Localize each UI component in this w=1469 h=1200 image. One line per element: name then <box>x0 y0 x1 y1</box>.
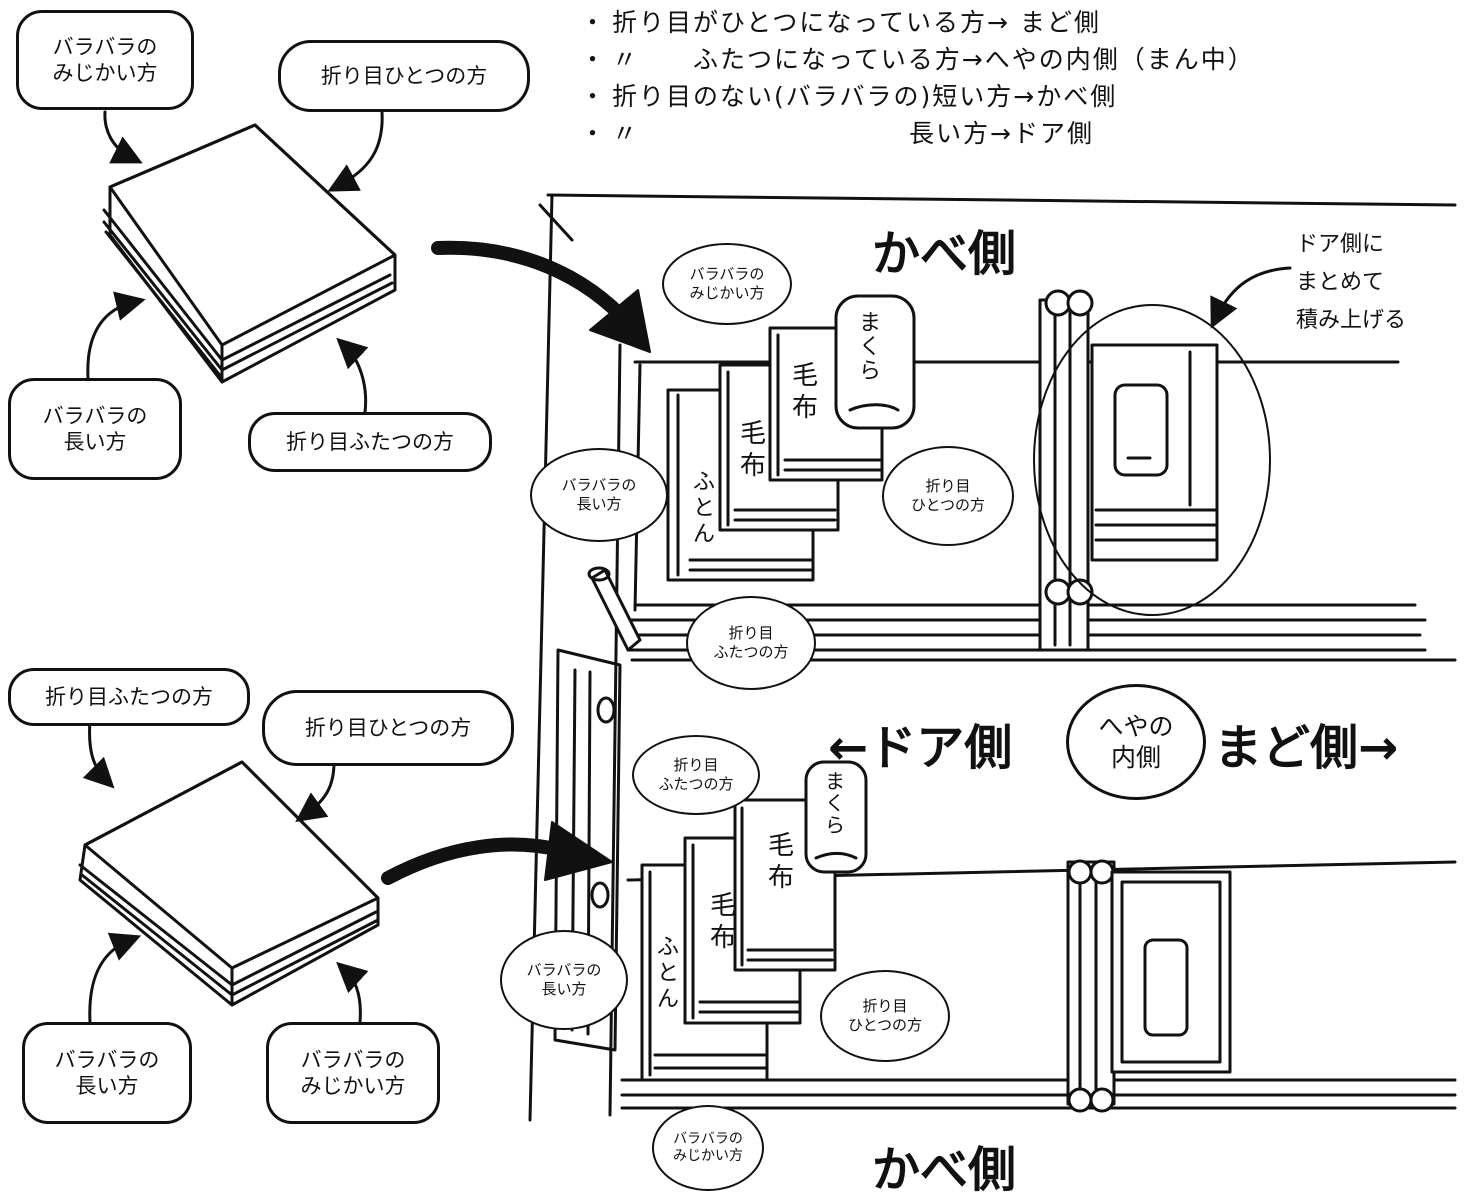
lower-blanket1-label: 毛布 <box>709 891 736 953</box>
room-inside-label: へやの 内側 <box>1066 684 1206 800</box>
folded-futon-bottom <box>78 760 380 1007</box>
lower-callout-two-folds: 折り目 ふたつの方 <box>632 735 760 815</box>
instruction-list: ・折り目がひとつになっている方→ まど側 ・〃 ふたつになっている方→へやの内側… <box>580 4 1255 152</box>
door-side-label: ←ドア側 <box>828 720 1013 776</box>
callout-short-loose-top: バラバラの みじかい方 <box>16 10 194 110</box>
lower-futon-label: ふとん <box>656 935 679 1012</box>
wall-side-label-bottom: かべ側 <box>872 1142 1017 1198</box>
upper-rolled-mattress <box>1038 289 1094 652</box>
wall-side-label-top: かべ側 <box>872 226 1017 282</box>
lower-stacked-box <box>1110 870 1232 1074</box>
lower-callout-short-loose: バラバラの みじかい方 <box>652 1105 764 1191</box>
upper-blanket1-label: 毛布 <box>739 419 766 481</box>
callout-one-fold-bottom: 折り目ひとつの方 <box>262 690 514 766</box>
callout-long-loose-top: バラバラの 長い方 <box>8 378 182 480</box>
upper-pillow-label: まくら <box>858 311 881 384</box>
upper-callout-short-loose: バラバラの みじかい方 <box>662 243 792 325</box>
instruction-4: ・〃 長い方→ドア側 <box>580 119 1094 148</box>
lower-blanket2-label: 毛布 <box>767 831 794 893</box>
callout-two-folds-top: 折り目ふたつの方 <box>248 412 492 472</box>
upper-callout-two-folds: 折り目 ふたつの方 <box>686 596 816 690</box>
callout-short-loose-bottom: バラバラの みじかい方 <box>266 1022 440 1124</box>
lower-callout-long-loose: バラバラの 長い方 <box>500 930 628 1030</box>
upper-stacked-box <box>1090 343 1219 562</box>
lower-pillow <box>804 760 868 874</box>
upper-callout-long-loose: バラバラの 長い方 <box>530 448 668 542</box>
instruction-3: ・折り目のない(バラバラの)短い方→かべ側 <box>580 82 1118 111</box>
upper-callout-one-fold: 折り目 ひとつの方 <box>882 446 1014 546</box>
lower-callout-one-fold: 折り目 ひとつの方 <box>820 970 950 1062</box>
lower-rolled-mattress <box>1066 859 1116 1113</box>
instruction-1: ・折り目がひとつになっている方→ まど側 <box>580 8 1101 37</box>
window-side-label: まど側→ <box>1214 720 1399 776</box>
lower-pillow-label: まくら <box>825 769 845 837</box>
upper-futon-label: ふとん <box>692 470 715 547</box>
callout-one-fold-top: 折り目ひとつの方 <box>278 40 530 112</box>
stack-note: ドア側に まとめて 積み上げる <box>1296 232 1407 333</box>
callout-long-loose-bottom: バラバラの 長い方 <box>22 1022 192 1124</box>
upper-pillow <box>834 294 916 430</box>
callout-two-folds-bottom: 折り目ふたつの方 <box>8 668 250 726</box>
folded-futon-top <box>102 123 397 384</box>
instruction-2: ・〃 ふたつになっている方→へやの内側（まん中） <box>580 45 1255 74</box>
upper-blanket2-label: 毛布 <box>791 361 818 423</box>
